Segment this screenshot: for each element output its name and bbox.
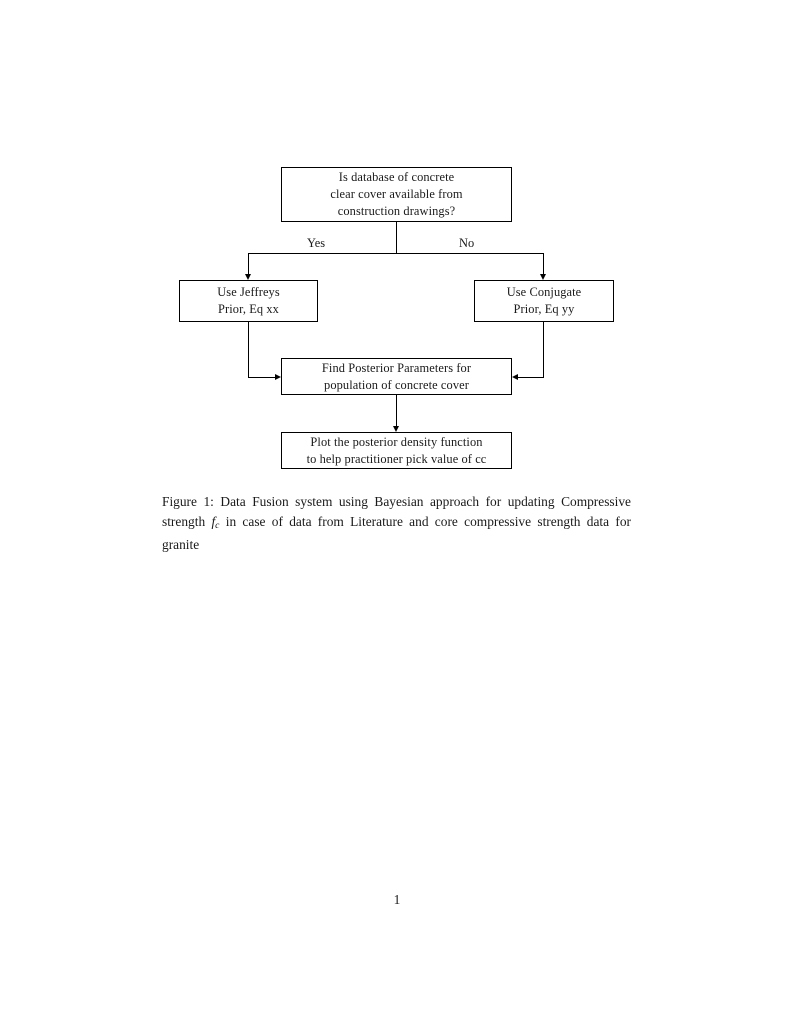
flow-node-plot-posterior-density: Plot the posterior density function to h… [281,432,512,469]
flow-node-question-line-2: clear cover available from [330,187,463,201]
flow-node-conjugate-line-2: Prior, Eq yy [513,302,575,316]
connector-split-bar [248,253,544,254]
arrow-into-jeffreys [245,274,251,280]
figure-caption-text-part-2: in case of data from Literature and core… [162,513,631,553]
connector-yes-drop [248,253,249,274]
figure-caption: Figure 1: Data Fusion system using Bayes… [162,492,631,555]
connector-conjugate-across [518,377,544,378]
connector-no-drop [543,253,544,274]
connector-conjugate-down [543,322,544,377]
flow-node-plot-line-1: Plot the posterior density function [310,434,483,449]
flow-node-posterior-line-2: population of concrete cover [324,377,469,392]
arrow-into-plot [393,426,399,432]
arrow-into-posterior-left [275,374,281,380]
flow-node-question-line-3: construction drawings? [337,204,456,218]
connector-question-stem [396,222,397,253]
flow-node-conjugate-prior: Use Conjugate Prior, Eq yy [474,280,614,322]
page-number: 1 [393,892,401,907]
connector-jeffreys-down [248,322,249,377]
arrow-into-posterior-right [512,374,518,380]
flow-node-find-posterior: Find Posterior Parameters for population… [281,358,512,395]
connector-jeffreys-across [248,377,275,378]
flow-node-conjugate-line-1: Use Conjugate [506,285,582,299]
figure-caption-math-subscript: c [215,519,220,531]
flow-node-jeffreys-line-2: Prior, Eq xx [218,302,279,316]
flow-node-jeffreys-prior: Use Jeffreys Prior, Eq xx [179,280,318,322]
figure-1-flowchart: Is database of concrete clear cover avai… [0,0,794,490]
figure-caption-prefix: Figure 1: [162,494,214,509]
connector-posterior-to-plot [396,395,397,426]
edge-label-yes: Yes [307,236,326,250]
figure-caption-math-f: f [211,513,216,529]
flow-node-jeffreys-line-1: Use Jeffreys [217,285,280,299]
flow-node-question: Is database of concrete clear cover avai… [281,167,512,222]
flow-node-posterior-line-1: Find Posterior Parameters for [321,360,472,375]
flow-node-question-line-1: Is database of concrete [338,170,455,184]
arrow-into-conjugate [540,274,546,280]
edge-label-no: No [459,236,475,250]
flow-node-plot-line-2: to help practitioner pick value of cc [306,451,487,466]
figure-caption-text-part-1: Data Fusion system using Bayesian approa… [162,494,631,529]
